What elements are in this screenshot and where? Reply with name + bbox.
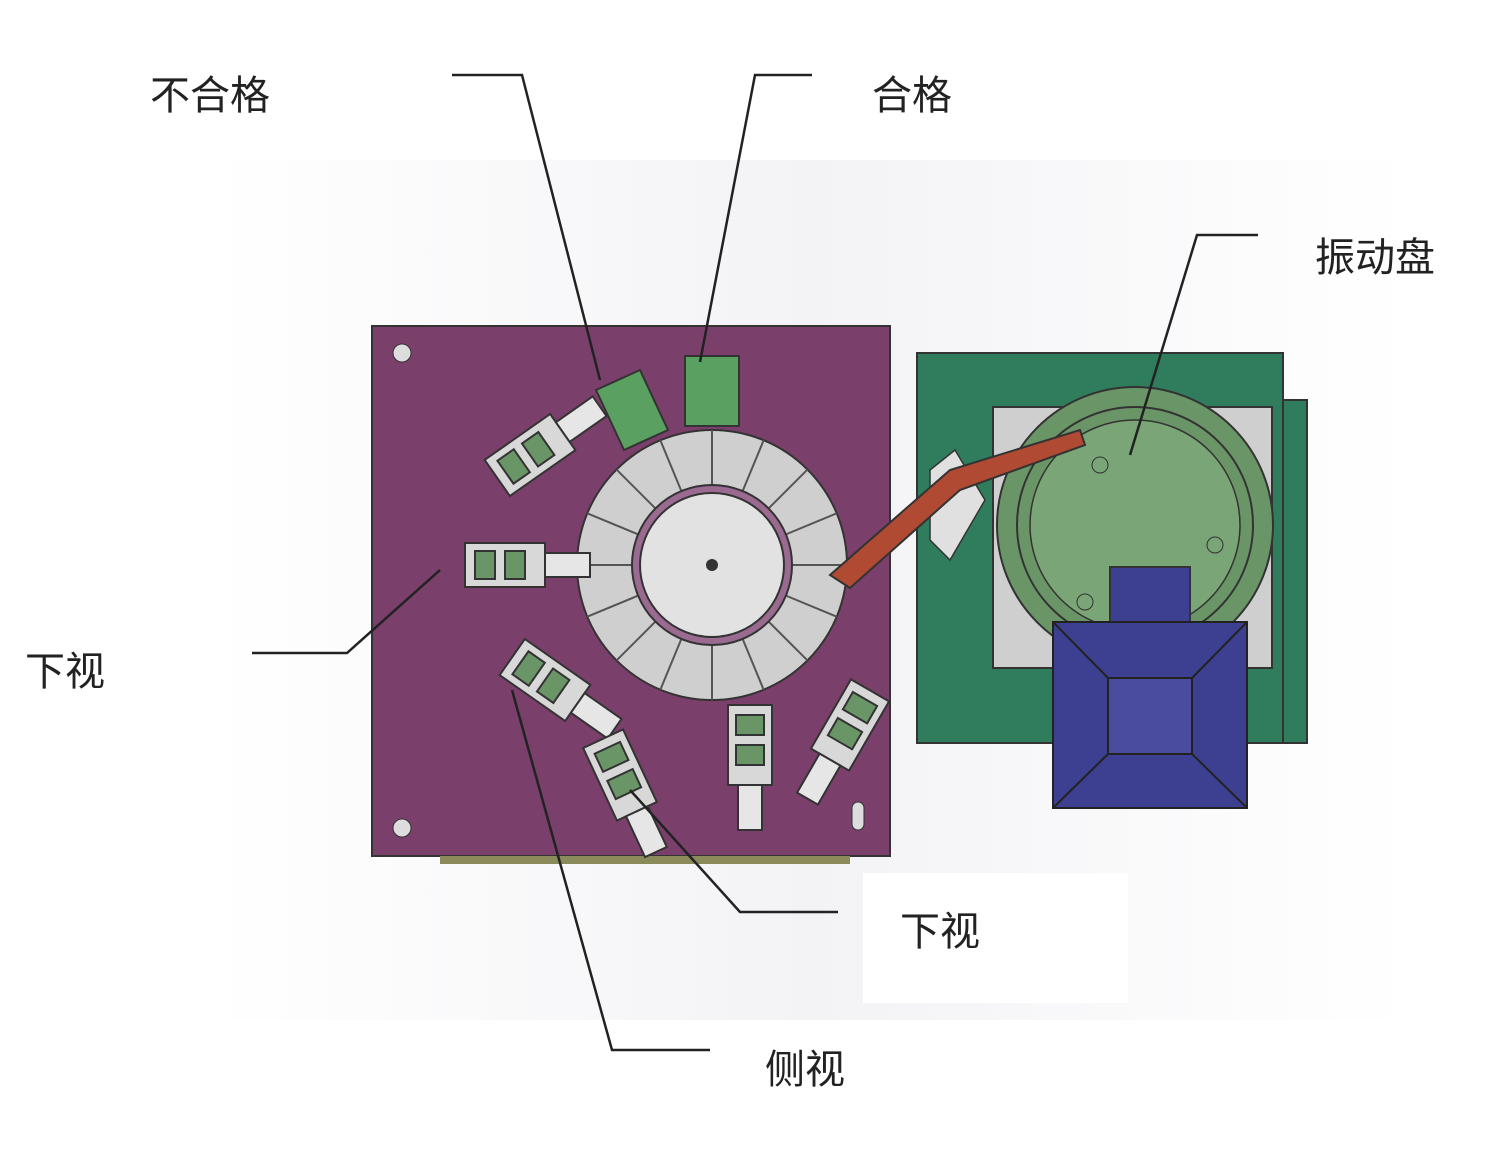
camera-station xyxy=(795,677,891,806)
pass-bin xyxy=(684,355,740,427)
label-vibratory-bowl: 振动盘 xyxy=(1315,235,1435,281)
table-slot-divider xyxy=(659,439,683,492)
table-slot-divider xyxy=(615,620,657,662)
leader-reject xyxy=(452,73,602,381)
reject-bin xyxy=(594,368,670,452)
leader-bottom-view-bottom xyxy=(629,789,838,914)
leader-pass xyxy=(698,73,812,363)
label-bottom-view-left: 下视 xyxy=(25,649,105,695)
table-slot-divider xyxy=(615,468,657,510)
rotary-table xyxy=(576,429,848,701)
feeder-chute xyxy=(828,428,1087,590)
table-slot-divider xyxy=(785,512,838,536)
leader-side-view xyxy=(510,689,710,1052)
table-slot-divider xyxy=(586,594,639,618)
leader-lines xyxy=(252,73,1258,1052)
table-slot-divider xyxy=(767,468,809,510)
camera-station xyxy=(498,637,623,740)
camera-station xyxy=(464,542,591,588)
label-reject: 不合格 xyxy=(150,73,270,119)
camera-station xyxy=(483,395,608,498)
camera-station xyxy=(727,704,773,831)
table-slot-divider xyxy=(767,620,809,662)
drive-motor xyxy=(1052,566,1248,809)
table-slot-divider xyxy=(586,512,639,536)
label-pass: 合格 xyxy=(872,73,952,119)
label-bottom-view-bottom: 下视 xyxy=(900,909,980,955)
table-slot-divider xyxy=(659,638,683,691)
leader-bottom-view-left xyxy=(252,569,441,655)
table-slot-divider xyxy=(741,638,765,691)
table-slot-divider xyxy=(785,594,838,618)
label-box xyxy=(863,873,1128,1003)
table-slot-divider xyxy=(741,439,765,492)
leader-bowl xyxy=(1128,233,1258,456)
label-side-view: 侧视 xyxy=(765,1047,845,1093)
